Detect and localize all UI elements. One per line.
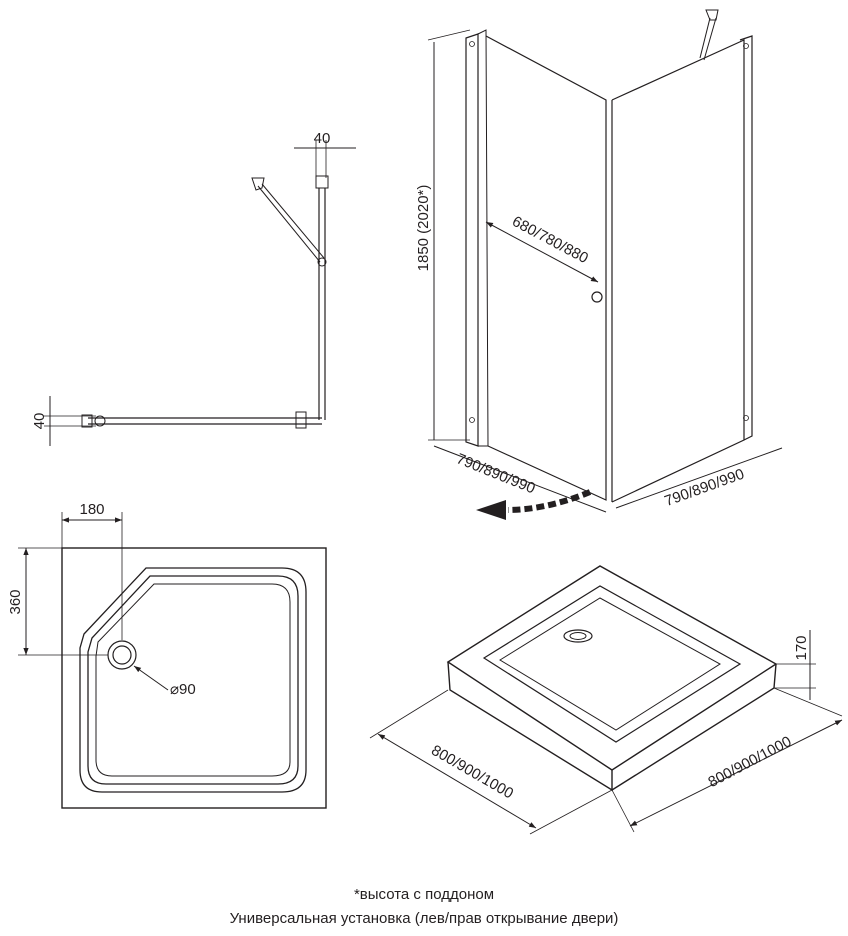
tray-width-right-label: 800/900/1000 <box>705 733 794 791</box>
tray-offset-x-label: 180 <box>79 501 104 518</box>
plan-view: 40 40 <box>31 130 356 446</box>
enclosure-height-label: 1850 (2020*) <box>415 185 432 272</box>
plan-dim-left-label: 40 <box>31 413 48 430</box>
footer-installation: Универсальная установка (лев/прав открыв… <box>229 910 619 927</box>
enclosure-door-width-label: 680/780/880 <box>509 213 591 267</box>
tray-height-label: 170 <box>793 635 810 660</box>
footer-note: *высота с поддоном <box>353 886 495 903</box>
tray-3d: 170 800/900/1000 800/900/1000 <box>369 565 843 835</box>
technical-drawing: 40 40 1850 (2020*) <box>7 9 843 835</box>
tray-top-view: 180 360 ⌀90 <box>7 501 327 809</box>
tray-offset-y-label: 360 <box>7 589 24 614</box>
enclosure-front-width-label: 790/890/990 <box>454 450 538 497</box>
enclosure-3d: 1850 (2020*) 680/780/880 790/890/990 790… <box>415 9 783 520</box>
tray-drain-diameter-label: ⌀90 <box>170 681 196 698</box>
door-swing-arrow-icon <box>476 489 592 520</box>
plan-dim-top-label: 40 <box>314 130 331 147</box>
